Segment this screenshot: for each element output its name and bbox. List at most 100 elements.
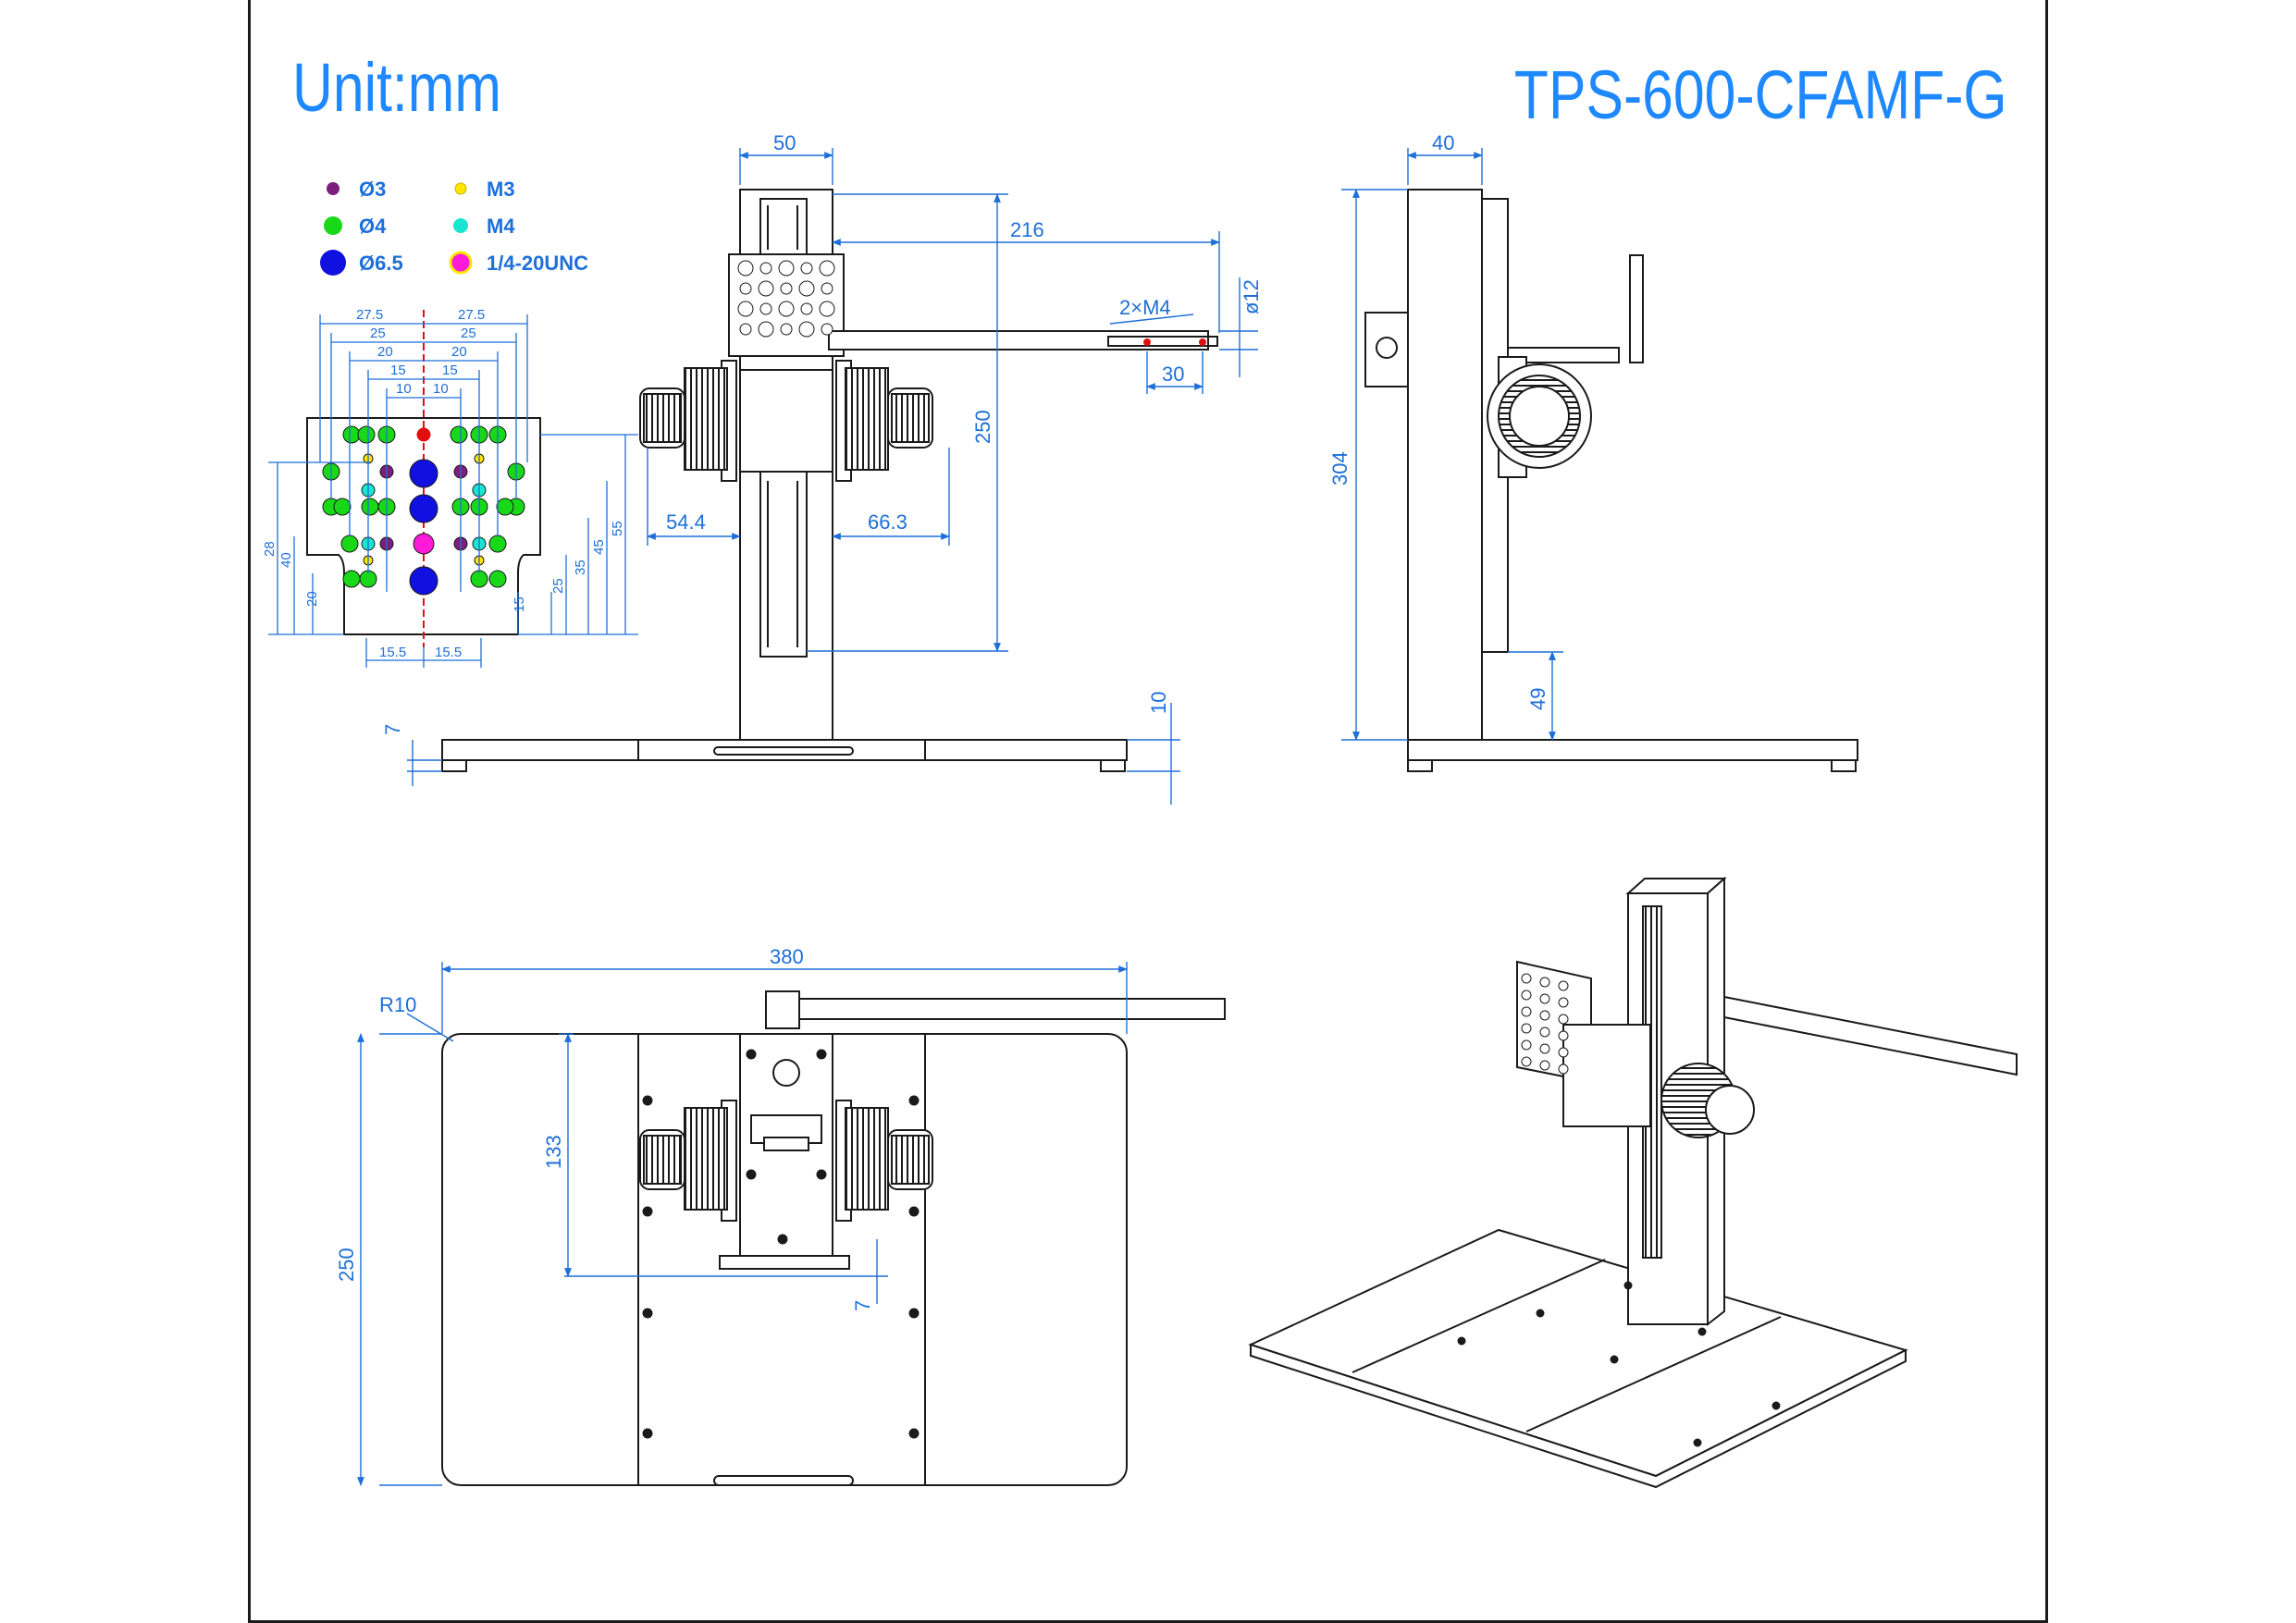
side-dim-low-offset: 49 [1526, 688, 1549, 710]
hole [739, 282, 752, 295]
hole [340, 535, 359, 553]
plate-dim-top-0: 27.5 [356, 307, 383, 323]
hole [780, 323, 793, 336]
hole [908, 1428, 920, 1439]
hole [758, 321, 774, 338]
hole [798, 280, 815, 297]
plate-dim-right-1: 25 [550, 578, 566, 594]
hole [1771, 1401, 1781, 1410]
hole [778, 301, 795, 317]
hole [800, 262, 813, 275]
front-dim-tip-spacing: 30 [1162, 363, 1184, 386]
plate-dim-top-3: 25 [461, 326, 476, 341]
legend-label-5: 1/4-20UNC [487, 252, 588, 275]
front-dim-tip-thread: 2×M4 [1119, 296, 1171, 319]
hole [342, 425, 361, 444]
front-dim-arm-length: 216 [1010, 218, 1044, 241]
model-label: TPS-600-CFAMF-G [1514, 56, 2007, 133]
hole [908, 1308, 920, 1319]
front-dim-base-height: 10 [1147, 692, 1170, 714]
hole [759, 262, 772, 275]
hole [488, 535, 507, 553]
hole [1539, 977, 1550, 988]
hole [1693, 1438, 1702, 1447]
hole [746, 1049, 757, 1060]
hole [1521, 1006, 1532, 1017]
legend-dot-0 [327, 182, 339, 195]
hole [908, 1095, 920, 1106]
hole [488, 570, 507, 588]
front-dim-right-offset: 66.3 [868, 510, 907, 534]
hole [1558, 980, 1569, 991]
hole [1539, 1010, 1550, 1021]
unit-label: Unit:mm [292, 49, 501, 126]
hole [409, 494, 438, 523]
hole [1539, 1043, 1550, 1054]
plate-dim-lines [268, 314, 638, 668]
legend-label-0: Ø3 [359, 178, 386, 201]
legend-label-3: M4 [487, 215, 515, 238]
hole-legend: Ø3 M3 Ø4 M4 Ø6.5 1/4-20UNC [320, 178, 588, 276]
legend-dot-5 [449, 251, 473, 275]
plate-dim-left-0: 28 [262, 541, 278, 557]
front-view [441, 189, 1218, 772]
hole [759, 302, 772, 315]
hole [1539, 993, 1550, 1004]
hole [739, 323, 752, 336]
hole [342, 570, 361, 588]
side-view [1364, 189, 1858, 772]
legend-label-4: Ø6.5 [359, 252, 403, 275]
front-plate-holes [737, 260, 835, 338]
hole [1521, 1056, 1532, 1067]
legend-label-1: M3 [487, 178, 515, 201]
hole [778, 260, 795, 277]
hole [409, 566, 438, 596]
plate-dim-right-2: 35 [573, 559, 588, 575]
isometric-plate-holes [1457, 973, 1781, 1447]
hole [416, 427, 431, 442]
hole [1558, 1014, 1569, 1025]
hole [642, 1428, 653, 1439]
top-dim-offset: 133 [542, 1135, 565, 1169]
hole [737, 260, 754, 277]
isometric-view [1248, 876, 2018, 1489]
side-dim-total-height: 304 [1328, 451, 1352, 486]
plate-dim-left-1: 40 [278, 552, 294, 568]
hole [908, 1206, 920, 1217]
front-dim-col-width: 50 [773, 131, 796, 154]
side-dim-lines [1341, 148, 1563, 741]
side-dim-col-depth: 40 [1432, 131, 1454, 154]
plate-dim-top-8: 10 [396, 381, 412, 397]
plate-dim-right-3: 45 [591, 539, 607, 555]
top-dim-radius: R10 [379, 993, 416, 1016]
hole [1610, 1355, 1619, 1364]
hole [800, 302, 813, 315]
hole [1558, 1047, 1569, 1058]
plate-dim-top-7: 15 [442, 363, 458, 378]
hole [642, 1308, 653, 1319]
hole [361, 498, 379, 516]
hole [1457, 1336, 1466, 1346]
plate-dim-left-2: 20 [304, 591, 320, 607]
hole [642, 1206, 653, 1217]
top-dim-small: 7 [851, 1300, 874, 1311]
hole [819, 260, 835, 277]
plate-dim-top-4: 20 [377, 344, 393, 360]
plate-dim-top-5: 20 [451, 344, 467, 360]
hole [333, 498, 352, 516]
hole [1697, 1327, 1707, 1336]
hole [816, 1169, 827, 1180]
plate-dim-bottom-0: 15.5 [379, 645, 406, 660]
hole [798, 321, 815, 338]
hole [777, 1234, 788, 1245]
plate-dim-right-4: 55 [610, 521, 625, 536]
hole [496, 498, 514, 516]
legend-dot-2 [324, 216, 342, 235]
hole [1539, 1027, 1550, 1038]
hole [1558, 1030, 1569, 1041]
hole [1521, 990, 1532, 1001]
hole [357, 425, 376, 444]
hole [1558, 997, 1569, 1008]
hole [1521, 973, 1532, 984]
legend-dot-4 [320, 250, 346, 276]
